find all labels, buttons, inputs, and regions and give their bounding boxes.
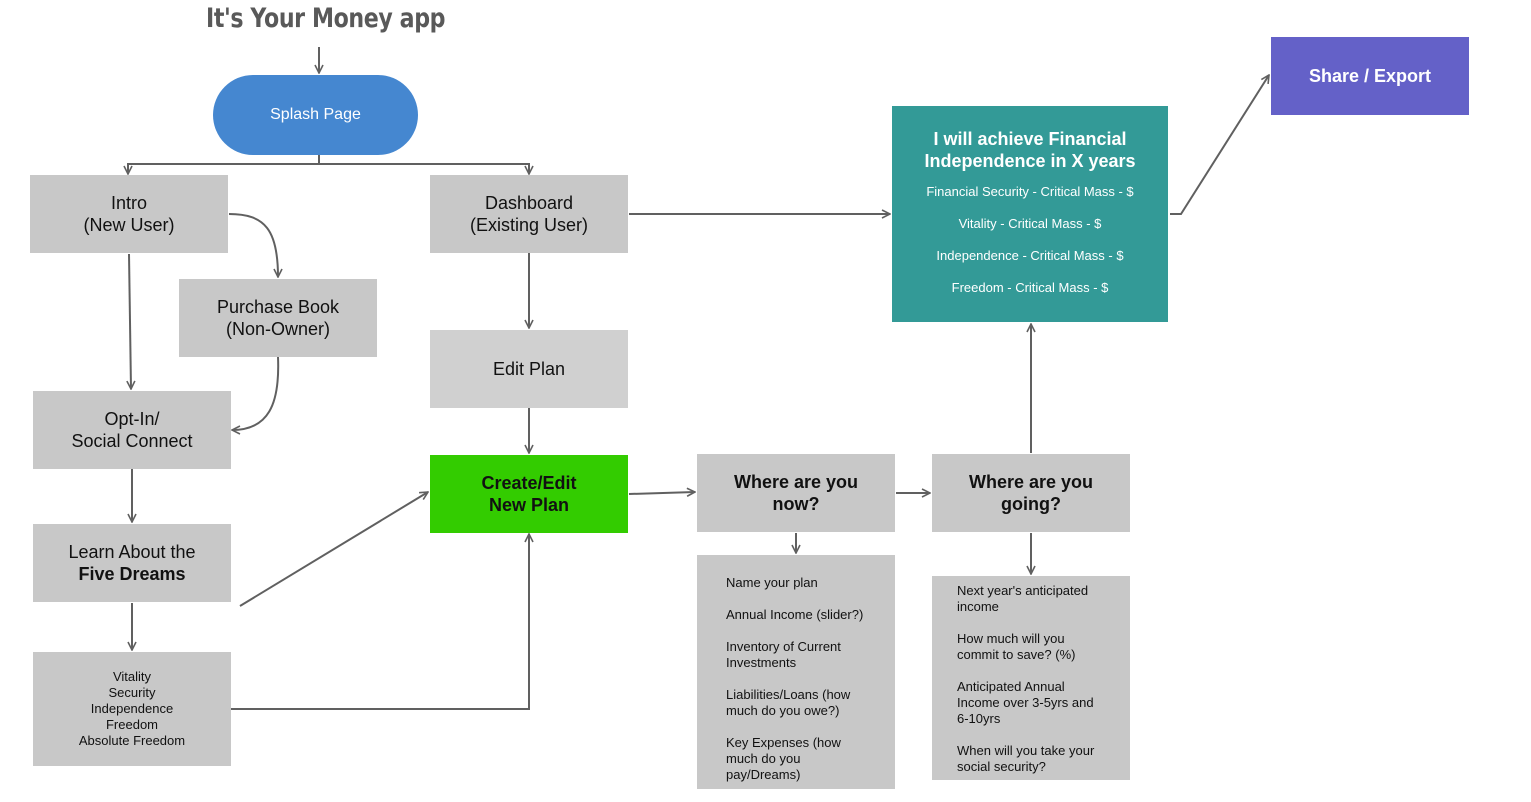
edit-plan-node[interactable]: Edit Plan <box>430 330 628 408</box>
result-headline: I will achieve Financial Independence in… <box>892 128 1168 172</box>
where-now-node[interactable]: Where are you now? <box>697 454 895 532</box>
optin-line1: Opt-In/ <box>104 409 160 429</box>
now-question: Key Expenses (how much do you pay/Dreams… <box>726 735 841 782</box>
dream-item: Freedom <box>105 717 159 732</box>
where-now-questions: Name your plan Annual Income (slider?) I… <box>697 555 895 789</box>
learn-five-dreams-node[interactable]: Learn About the Five Dreams <box>33 524 231 602</box>
dashboard-line2: (Existing User) <box>469 215 589 235</box>
where-going-node[interactable]: Where are you going? <box>932 454 1130 532</box>
dashboard-line1: Dashboard <box>484 193 574 213</box>
create-line1: Create/Edit <box>481 473 577 493</box>
dream-item: Absolute Freedom <box>78 733 186 748</box>
opt-in-node[interactable]: Opt-In/ Social Connect <box>33 391 231 469</box>
share-export-node[interactable]: Share / Export <box>1271 37 1469 115</box>
going-question: When will you take your social security? <box>957 743 1095 774</box>
critical-mass-row: Freedom - Critical Mass - $ <box>951 280 1109 295</box>
intro-node[interactable]: Intro (New User) <box>30 175 228 253</box>
share-label: Share / Export <box>1308 65 1432 86</box>
edit-plan-label: Edit Plan <box>492 359 566 379</box>
dashboard-node[interactable]: Dashboard (Existing User) <box>430 175 628 253</box>
optin-line2: Social Connect <box>71 431 193 451</box>
result-headline-line1: I will achieve Financial <box>933 129 1127 149</box>
dream-item: Independence <box>90 701 174 716</box>
critical-mass-row: Financial Security - Critical Mass - $ <box>926 184 1134 199</box>
result-headline-line2: Independence in X years <box>924 151 1136 171</box>
create-plan-node[interactable]: Create/Edit New Plan <box>430 455 628 533</box>
financial-independence-node[interactable]: I will achieve Financial Independence in… <box>892 106 1168 322</box>
splash-page-node[interactable]: Splash Page <box>213 75 418 155</box>
app-title: It's Your Money app <box>206 3 446 34</box>
intro-line2: (New User) <box>83 215 175 235</box>
dream-item: Security <box>108 685 156 700</box>
purchase-line1: Purchase Book <box>216 297 340 317</box>
dream-item: Vitality <box>112 669 152 684</box>
going-line1: Where are you <box>968 472 1094 492</box>
splash-label: Splash Page <box>270 106 361 123</box>
learn-line1: Learn About the <box>68 542 196 562</box>
dreams-list-node: Vitality Security Independence Freedom A… <box>33 652 231 766</box>
where-going-questions: Next year's anticipated income How much … <box>932 576 1130 780</box>
create-line2: New Plan <box>488 495 570 515</box>
now-question: Liabilities/Loans (how much do you owe?) <box>726 687 851 718</box>
critical-mass-row: Independence - Critical Mass - $ <box>936 248 1124 263</box>
going-question: Anticipated Annual Income over 3-5yrs an… <box>957 679 1094 726</box>
purchase-line2: (Non-Owner) <box>225 319 331 339</box>
purchase-book-node[interactable]: Purchase Book (Non-Owner) <box>179 279 377 357</box>
going-question: Next year's anticipated income <box>957 583 1089 614</box>
now-question: Annual Income (slider?) <box>726 607 864 622</box>
now-line1: Where are you <box>733 472 859 492</box>
intro-line1: Intro <box>110 193 148 213</box>
learn-line2: Five Dreams <box>78 564 186 584</box>
now-question: Inventory of Current Investments <box>726 639 841 670</box>
critical-mass-row: Vitality - Critical Mass - $ <box>958 216 1102 231</box>
now-line2: now? <box>772 494 820 514</box>
going-line2: going? <box>1001 494 1061 514</box>
going-question: How much will you commit to save? (%) <box>957 631 1076 662</box>
now-question: Name your plan <box>726 575 818 590</box>
